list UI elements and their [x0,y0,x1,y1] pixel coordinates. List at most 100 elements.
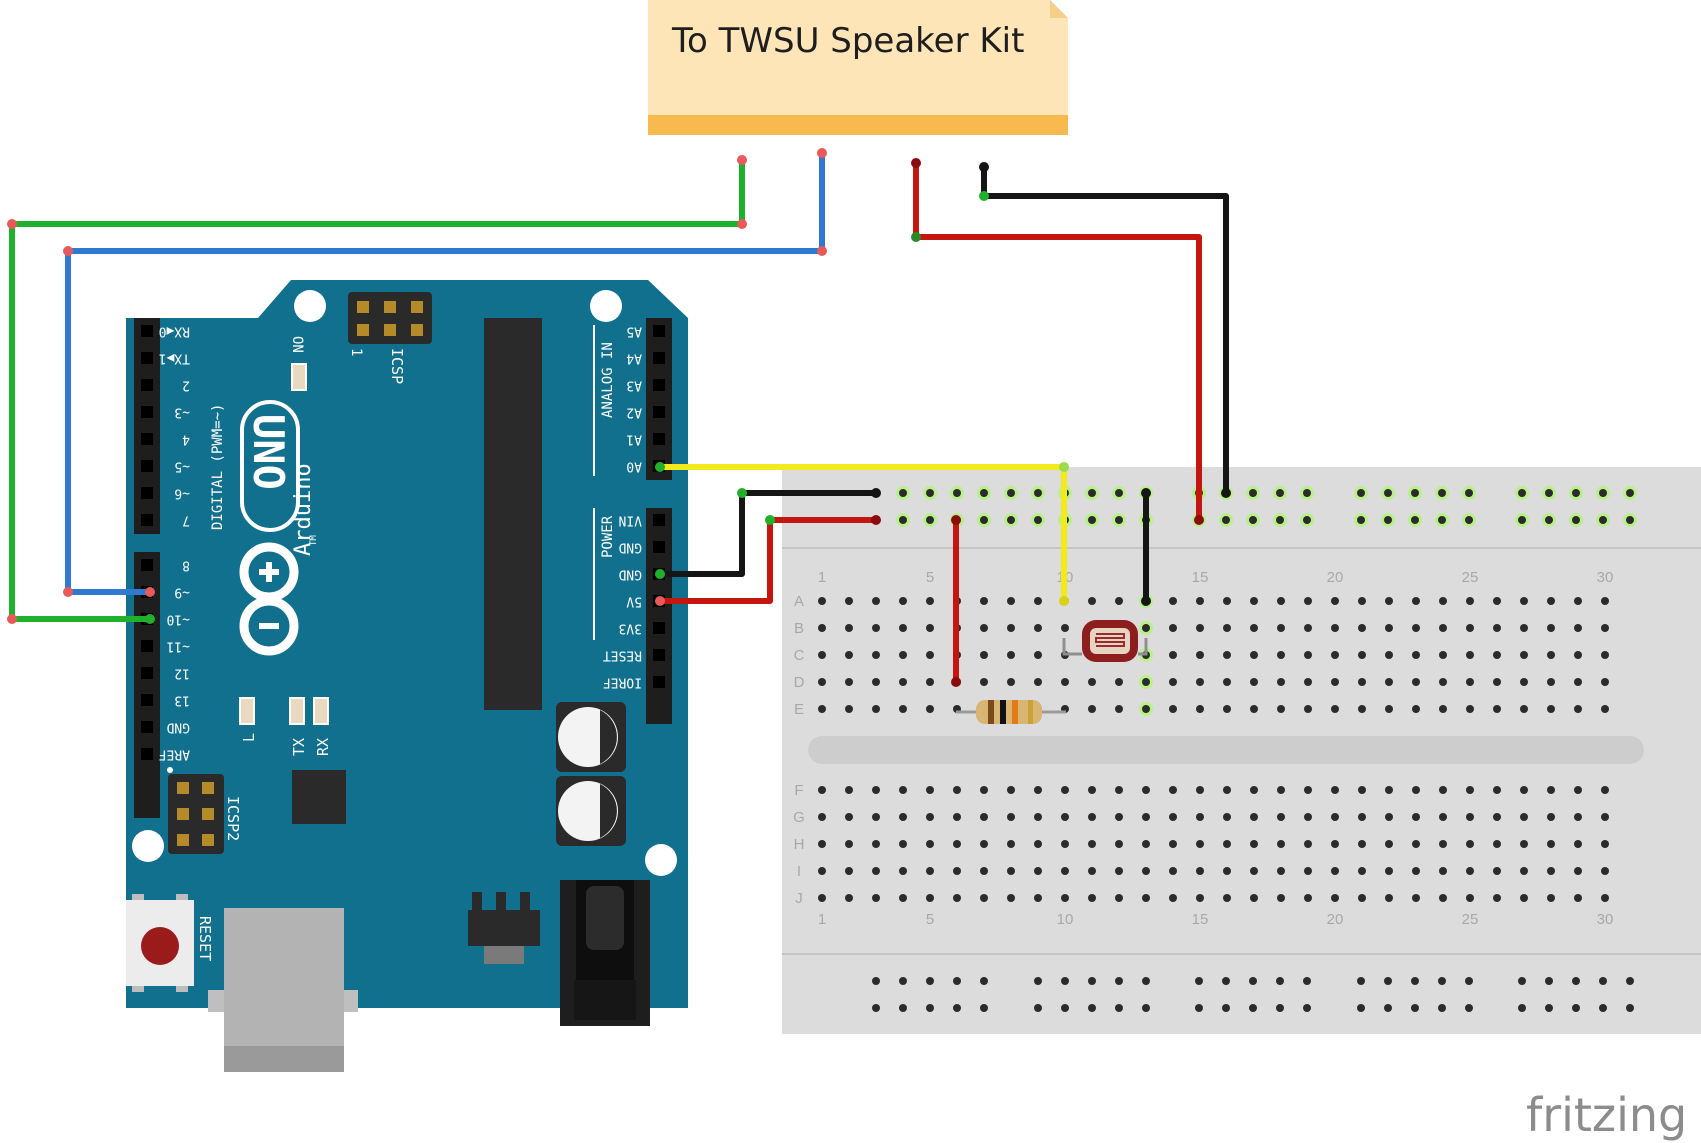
digital-pin-hole[interactable] [141,667,153,679]
breadboard-hole[interactable] [818,786,826,794]
breadboard-hole[interactable] [1277,597,1285,605]
wire-endpoint[interactable] [979,162,989,172]
breadboard-hole[interactable] [1520,813,1528,821]
breadboard-hole[interactable] [1249,516,1257,524]
breadboard-hole[interactable] [1034,489,1042,497]
breadboard-hole[interactable] [1088,516,1096,524]
breadboard-hole[interactable] [1250,867,1258,875]
breadboard-hole[interactable] [1520,597,1528,605]
breadboard-hole[interactable] [1277,867,1285,875]
breadboard-hole[interactable] [1088,678,1096,686]
breadboard-hole[interactable] [1276,489,1284,497]
breadboard-hole[interactable] [953,813,961,821]
breadboard-hole[interactable] [872,840,880,848]
analog-pin-hole[interactable] [653,379,665,391]
breadboard-hole[interactable] [1142,678,1150,686]
breadboard-hole[interactable] [1250,894,1258,902]
breadboard-hole[interactable] [1574,840,1582,848]
breadboard-hole[interactable] [1412,624,1420,632]
breadboard-hole[interactable] [1088,977,1096,985]
breadboard-hole[interactable] [953,489,961,497]
breadboard-hole[interactable] [953,1004,961,1012]
breadboard-hole[interactable] [1520,705,1528,713]
breadboard-hole[interactable] [1276,516,1284,524]
breadboard-hole[interactable] [1493,840,1501,848]
wire-red-5v[interactable] [657,517,879,604]
breadboard-hole[interactable] [899,678,907,686]
analog-pin-hole[interactable] [653,325,665,337]
breadboard-hole[interactable] [1439,705,1447,713]
breadboard-hole[interactable] [1438,489,1446,497]
breadboard-hole[interactable] [1493,705,1501,713]
breadboard-hole[interactable] [1412,786,1420,794]
breadboard-hole[interactable] [1115,813,1123,821]
wire-red-speaker[interactable] [913,160,1202,523]
breadboard-hole[interactable] [1572,1004,1580,1012]
breadboard-hole[interactable] [1250,705,1258,713]
digital-pin-hole[interactable] [141,406,153,418]
digital-pin-hole[interactable] [141,748,153,760]
breadboard-hole[interactable] [899,624,907,632]
breadboard-hole[interactable] [1277,786,1285,794]
wire-endpoint[interactable] [655,596,665,606]
power-pin-hole[interactable] [653,514,665,526]
breadboard-hole[interactable] [1088,813,1096,821]
digital-pin-hole[interactable] [141,721,153,733]
breadboard-hole[interactable] [1303,516,1311,524]
breadboard-hole[interactable] [1088,705,1096,713]
breadboard-hole[interactable] [1223,651,1231,659]
breadboard-hole[interactable] [1034,678,1042,686]
breadboard-hole[interactable] [1034,840,1042,848]
breadboard-hole[interactable] [1520,624,1528,632]
breadboard-hole[interactable] [1195,1004,1203,1012]
breadboard-hole[interactable] [1276,977,1284,985]
breadboard-hole[interactable] [1007,624,1015,632]
breadboard-hole[interactable] [872,705,880,713]
breadboard-hole[interactable] [1304,813,1312,821]
breadboard-hole[interactable] [1493,678,1501,686]
breadboard-hole[interactable] [1601,705,1609,713]
breadboard-hole[interactable] [845,867,853,875]
breadboard-hole[interactable] [1358,651,1366,659]
wire-endpoint[interactable] [911,232,921,242]
wire-endpoint[interactable] [1059,596,1069,606]
breadboard-hole[interactable] [1277,840,1285,848]
breadboard-hole[interactable] [1411,977,1419,985]
breadboard-hole[interactable] [1142,786,1150,794]
breadboard-hole[interactable] [1007,516,1015,524]
breadboard-hole[interactable] [1547,867,1555,875]
breadboard-hole[interactable] [1034,786,1042,794]
breadboard-hole[interactable] [926,516,934,524]
breadboard-hole[interactable] [872,977,880,985]
breadboard-hole[interactable] [1547,705,1555,713]
note[interactable]: To TWSU Speaker Kit [648,0,1068,135]
breadboard-hole[interactable] [1465,516,1473,524]
breadboard-hole[interactable] [1250,624,1258,632]
breadboard-hole[interactable] [1547,813,1555,821]
wire-endpoint[interactable] [817,148,827,158]
breadboard-hole[interactable] [1574,786,1582,794]
breadboard-hole[interactable] [1493,624,1501,632]
breadboard-hole[interactable] [1385,813,1393,821]
breadboard-hole[interactable] [1088,786,1096,794]
breadboard-hole[interactable] [899,651,907,659]
breadboard-hole[interactable] [1466,678,1474,686]
breadboard-hole[interactable] [1547,678,1555,686]
breadboard-hole[interactable] [1061,813,1069,821]
breadboard-hole[interactable] [1358,840,1366,848]
breadboard-hole[interactable] [926,894,934,902]
breadboard-hole[interactable] [1250,786,1258,794]
wire-endpoint[interactable] [655,569,665,579]
wire-endpoint[interactable] [951,677,961,687]
breadboard-hole[interactable] [1195,977,1203,985]
breadboard-hole[interactable] [818,705,826,713]
digital-pin-hole[interactable] [141,379,153,391]
breadboard-hole[interactable] [980,624,988,632]
breadboard-hole[interactable] [1304,840,1312,848]
breadboard-hole[interactable] [1493,894,1501,902]
breadboard-hole[interactable] [1196,651,1204,659]
breadboard-hole[interactable] [1466,651,1474,659]
breadboard-hole[interactable] [1466,813,1474,821]
breadboard-hole[interactable] [1196,597,1204,605]
breadboard-hole[interactable] [1412,651,1420,659]
